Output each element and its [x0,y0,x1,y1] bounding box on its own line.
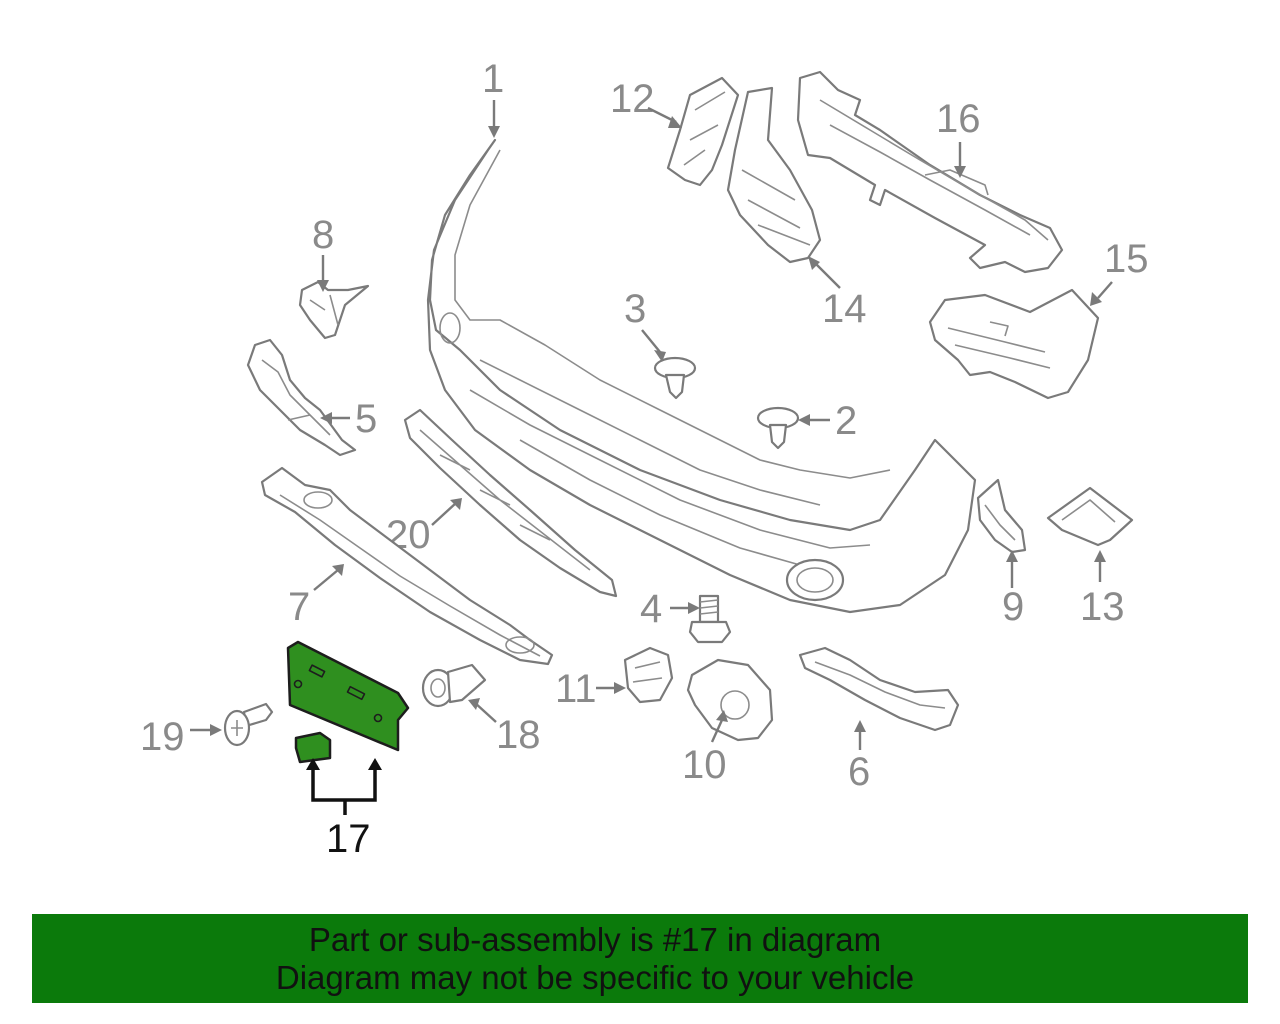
label-19: 19 [140,715,222,759]
label-13: 13 [1080,550,1125,629]
svg-text:14: 14 [822,287,867,331]
svg-text:1: 1 [482,57,504,101]
svg-text:13: 13 [1080,585,1125,629]
label-17: 17 [306,758,382,861]
part-18-sensor [421,663,487,708]
svg-text:11: 11 [555,667,597,711]
label-1: 1 [482,57,504,138]
label-5: 5 [320,397,377,441]
svg-text:5: 5 [355,397,377,441]
svg-text:18: 18 [496,713,541,757]
part-17-license-bracket [286,640,410,764]
banner-line-disclaimer: Diagram may not be specific to your vehi… [275,958,915,996]
label-8: 8 [312,213,334,292]
part-3-clip [653,356,697,400]
svg-text:3: 3 [624,287,646,331]
label-6: 6 [848,720,870,794]
label-16: 16 [936,97,981,178]
label-11: 11 [555,667,626,711]
svg-text:6: 6 [848,750,870,794]
part-13-bracket [1046,486,1134,547]
banner-line-part: Part or sub-assembly is #17 in diagram [308,920,882,958]
part-15-side-bracket [928,288,1100,400]
label-3: 3 [624,287,666,362]
part-12-bracket [666,76,740,187]
label-10: 10 [682,710,728,787]
part-7-lower-beam [260,466,554,666]
svg-text:17: 17 [326,817,371,861]
part-19-screw [223,702,274,747]
part-2-clip [756,406,800,450]
label-15: 15 [1090,237,1149,306]
parts-diagram: 1 12 14 16 15 [140,57,1149,861]
part-4-bolt [688,594,732,644]
part-5-bracket [246,338,357,457]
svg-text:10: 10 [682,743,727,787]
svg-text:9: 9 [1002,585,1024,629]
svg-text:19: 19 [140,715,185,759]
label-18: 18 [468,698,541,757]
label-9: 9 [1002,550,1024,629]
part-9-cover [976,478,1027,554]
part-20-grille [403,408,618,598]
svg-text:2: 2 [835,399,857,443]
svg-text:15: 15 [1104,237,1149,281]
svg-text:4: 4 [640,587,662,631]
label-7: 7 [288,564,344,629]
svg-text:8: 8 [312,213,334,257]
part-6-lower-bracket [798,646,960,732]
part-1-bumper-cover [426,138,977,614]
info-banner: Part or sub-assembly is #17 in diagram D… [32,914,1248,1003]
svg-text:12: 12 [610,77,655,121]
label-14: 14 [808,256,867,331]
svg-text:16: 16 [936,97,981,141]
part-14-bracket [726,86,822,264]
label-12: 12 [610,77,682,128]
label-4: 4 [640,587,700,631]
part-10-fog-bracket [686,658,774,742]
label-2: 2 [798,399,857,443]
part-16-reinforcement [796,70,1064,274]
part-11-bracket [623,646,674,704]
svg-text:7: 7 [288,585,310,629]
part-8-bracket [298,280,370,340]
